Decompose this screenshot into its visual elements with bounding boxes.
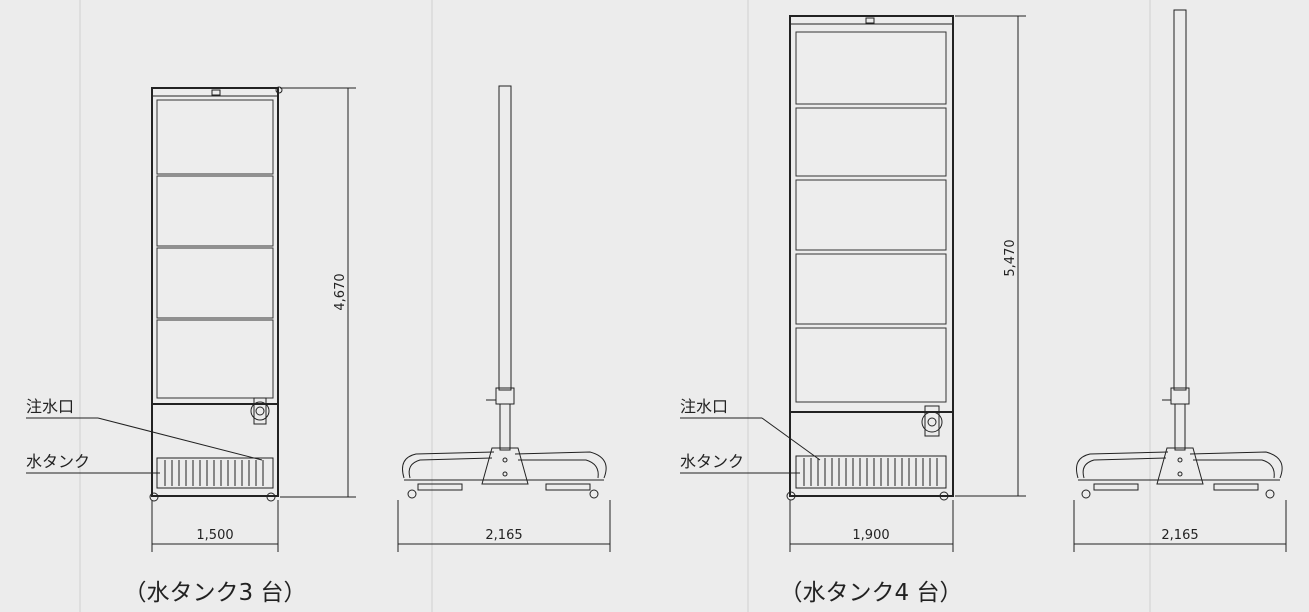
caption-4-tanks: （水タンク4 台）: [780, 580, 963, 606]
caption-3-tanks: （水タンク3 台）: [124, 580, 307, 606]
water-tank-ribs-4: [795, 455, 947, 489]
label-water-inlet-right: 注水口: [680, 397, 728, 416]
side-view-left: 2,165: [397, 85, 611, 552]
guide-lines: [79, 0, 1151, 612]
label-water-inlet-left: 注水口: [26, 397, 74, 416]
label-water-tank-left: 水タンク: [26, 452, 90, 471]
side-view-right: 2,165: [1073, 9, 1287, 552]
height-dimension-4670: 4,670: [333, 273, 348, 310]
water-tank-ribs-3: [156, 457, 274, 489]
width-dimension-2165-left: 2,165: [485, 528, 522, 543]
label-water-tank-right: 水タンク: [680, 452, 744, 471]
front-view-4-tanks: 5,470 1,900 注水口 水タンク: [680, 15, 1026, 552]
water-inlet-mark: [250, 397, 270, 425]
water-inlet-mark-right: [921, 405, 943, 437]
height-dimension-5470: 5,470: [1003, 239, 1018, 276]
width-dimension-1900: 1,900: [852, 528, 889, 543]
width-dimension-1500: 1,500: [196, 528, 233, 543]
front-view-3-tanks: 4,670 1,500 注水口 水タンク: [26, 86, 356, 552]
width-dimension-2165-right: 2,165: [1161, 528, 1198, 543]
